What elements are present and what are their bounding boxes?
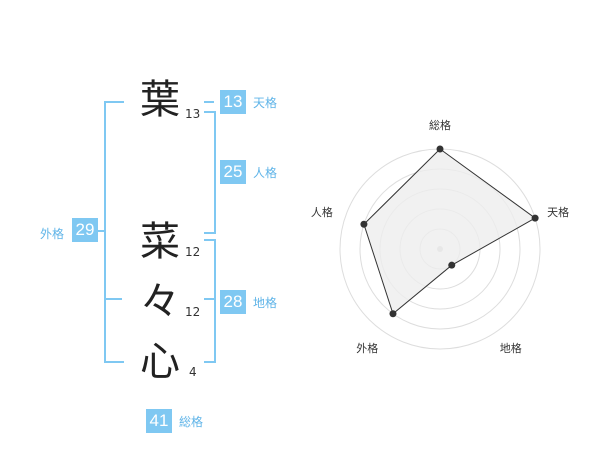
radar-axis-label-4: 外格 — [356, 341, 378, 355]
gaikaku-bracket-connector — [98, 230, 104, 232]
radar-axis-label-2: 天格 — [547, 205, 569, 219]
jinkaku-value: 25 — [220, 160, 246, 184]
radar-point-5 — [360, 220, 368, 228]
soukaku-value: 41 — [146, 409, 172, 433]
tenkaku-bracket — [204, 101, 214, 103]
stroke-count-1: 13 — [185, 107, 201, 121]
stroke-count-3: 12 — [185, 305, 201, 319]
radar-point-3 — [448, 261, 456, 269]
name-char-2: 菜 — [140, 219, 180, 265]
radar-point-2 — [531, 214, 539, 222]
radar-point-1 — [436, 145, 444, 153]
stroke-count-2: 12 — [185, 245, 201, 259]
gaikaku-bracket — [104, 101, 124, 363]
jinkaku-label: 人格 — [253, 166, 278, 180]
radar-axis-label-3: 地格 — [500, 341, 522, 355]
radar-point-4 — [389, 310, 397, 318]
stroke-count-4: 4 — [189, 365, 197, 379]
chikaku-label: 地格 — [253, 296, 278, 310]
name-char-1: 葉 — [140, 77, 180, 123]
tenkaku-value: 13 — [220, 90, 246, 114]
chikaku-bracket — [204, 239, 216, 363]
jinkaku-bracket — [204, 111, 216, 234]
radar-polygon — [363, 148, 537, 315]
gaikaku-value: 29 — [72, 218, 98, 242]
chikaku-value: 28 — [220, 290, 246, 314]
soukaku-label: 総格 — [179, 415, 204, 429]
name-char-3: 々 — [140, 279, 180, 325]
tenkaku-label: 天格 — [253, 96, 278, 110]
gaikaku-bracket-tick — [104, 298, 122, 300]
gaikaku-label: 外格 — [40, 227, 65, 241]
radar-axis-label-5: 人格 — [311, 205, 333, 219]
name-char-4: 心 — [140, 339, 180, 385]
radar-axis-label-1: 総格 — [429, 118, 451, 132]
chikaku-bracket-tick — [204, 298, 214, 300]
